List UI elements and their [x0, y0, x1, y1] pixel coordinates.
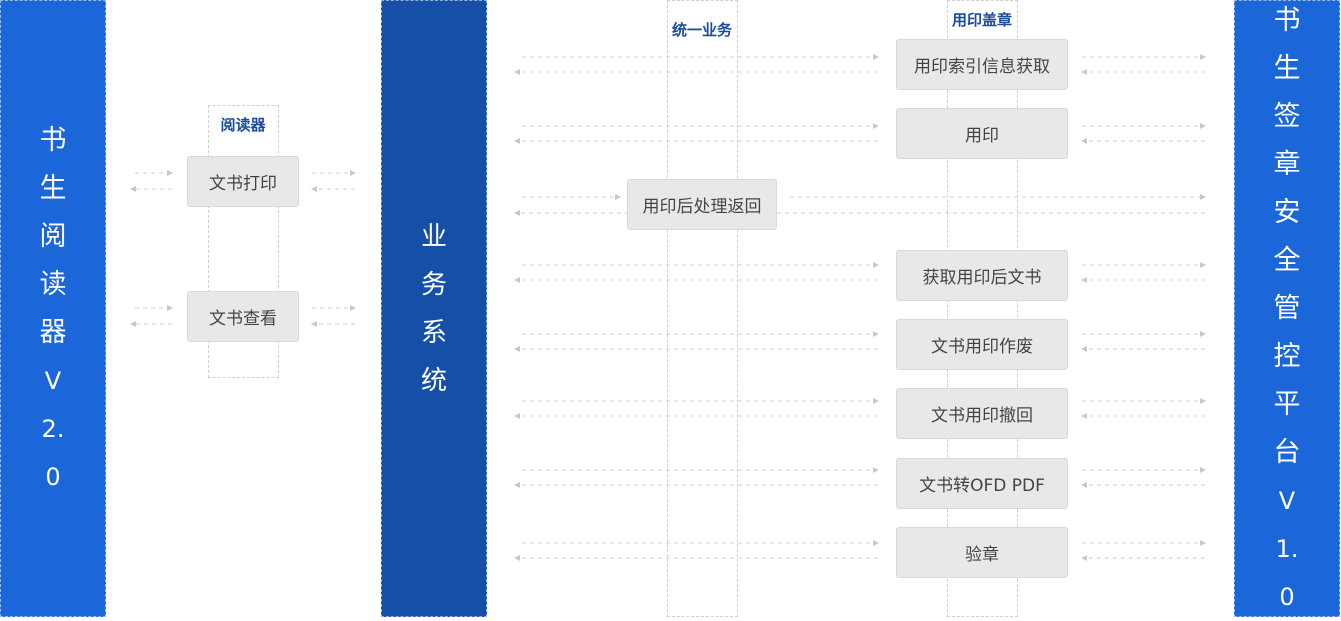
seal-lane-title: 用印盖章 — [951, 11, 1013, 29]
op-seal-revoke: 文书用印撤回 — [896, 388, 1068, 439]
op-document-view: 文书查看 — [187, 291, 299, 342]
op-get-sealed-document: 获取用印后文书 — [896, 250, 1068, 301]
business-system-label: 业务系统 — [420, 221, 447, 396]
op-convert-ofd-pdf: 文书转OFD PDF — [896, 458, 1068, 509]
op-seal: 用印 — [896, 108, 1068, 159]
business-system-column: 业务系统 — [381, 0, 487, 617]
unified-lane — [667, 0, 738, 617]
op-seal-index-fetch: 用印索引信息获取 — [896, 39, 1068, 90]
reader-lane-title: 阅读器 — [220, 116, 266, 134]
reader-lane — [208, 105, 279, 378]
op-verify-seal: 验章 — [896, 527, 1068, 578]
op-post-seal-return: 用印后处理返回 — [627, 179, 777, 230]
op-seal-void: 文书用印作废 — [896, 319, 1068, 370]
seal-lane — [947, 0, 1018, 617]
unified-lane-title: 统一业务 — [671, 21, 733, 39]
op-document-print: 文书打印 — [187, 156, 299, 207]
